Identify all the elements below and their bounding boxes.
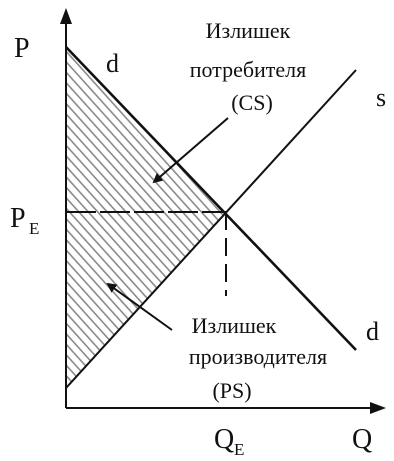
y-axis-arrowhead [60, 8, 72, 24]
svg-text:Излишек: Излишек [192, 313, 277, 338]
x-axis-arrowhead [370, 402, 386, 414]
y-axis-label: P [14, 33, 30, 64]
svg-text:(PS): (PS) [212, 378, 251, 403]
consumer-surplus-arrow [152, 117, 229, 184]
svg-text:(CS): (CS) [231, 90, 273, 115]
producer-surplus-label: Излишек производителя (PS) [189, 313, 327, 403]
demand-label-bottom: d [366, 317, 379, 346]
svg-text:производителя: производителя [189, 344, 327, 369]
svg-text:E: E [234, 440, 244, 459]
producer-surplus-arrow [106, 282, 173, 331]
price-equilibrium-label: P E [10, 203, 39, 238]
demand-curve [65, 46, 357, 351]
consumer-surplus-label: Излишек потребителя (CS) [190, 18, 307, 115]
svg-text:P: P [10, 203, 26, 234]
svg-text:E: E [29, 219, 39, 238]
svg-text:Q: Q [214, 424, 234, 455]
quantity-equilibrium-label: Q E [214, 424, 244, 459]
svg-text:потребителя: потребителя [190, 57, 307, 82]
svg-text:Излишек: Излишек [206, 18, 291, 43]
supply-curve [65, 69, 357, 389]
x-axis-label: Q [352, 424, 372, 455]
supply-label: s [376, 83, 386, 112]
demand-label-top: d [106, 49, 119, 78]
